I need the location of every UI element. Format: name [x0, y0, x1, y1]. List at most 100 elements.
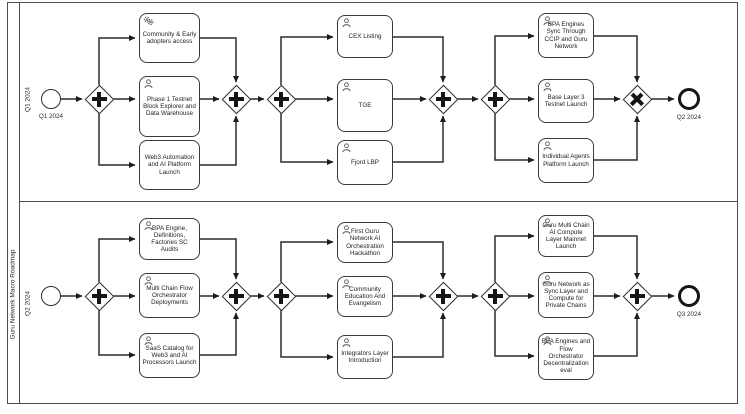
task-first-guru-ai-hackathon[interactable]: First Guru Network AI Orchestration Hack…: [337, 222, 393, 263]
gateway-bar: [492, 91, 498, 107]
sequence-flow: [593, 115, 640, 161]
task-integrators-layer-introduction[interactable]: Integrators Layer Introduction: [337, 335, 393, 379]
sequence-flow: [494, 310, 535, 359]
user-icon: [143, 220, 154, 231]
parallel-gateway-split-4[interactable]: [84, 281, 114, 311]
gateway-bar: [233, 288, 239, 304]
task-base-layer3-testnet[interactable]: Base Layer 3 Testnet Launch: [538, 79, 594, 123]
task-bpa-engines-sync-ccip[interactable]: BPA Engines Sync Through CCIP and Guru N…: [538, 13, 594, 58]
parallel-gateway-join-1[interactable]: [221, 84, 251, 114]
end-event-q2[interactable]: [678, 285, 700, 307]
user-icon: [542, 140, 553, 151]
lane-divider: [19, 201, 738, 202]
sequence-flow: [593, 35, 640, 83]
task-label: SaaS Catalog for Web3 and AI Processors …: [142, 344, 197, 367]
task-community-education-evangelism[interactable]: Community Education And Evangelism: [337, 276, 393, 317]
user-icon-svg: [341, 81, 351, 91]
task-label: Fjord LBP: [351, 158, 379, 166]
plus-icon: [428, 84, 458, 114]
sequence-flow: [393, 36, 446, 83]
task-label: Individual Agents Platform Launch: [542, 153, 590, 168]
task-cex-listing[interactable]: CEX Listing: [337, 15, 393, 58]
user-icon: [542, 15, 553, 26]
task-multi-chain-flow-orchestrator[interactable]: Multi Chain Flow Orchestrator Deployment…: [139, 273, 200, 318]
sequence-flow: [494, 113, 535, 163]
parallel-gateway-split-3[interactable]: [480, 84, 510, 114]
user-icon: [341, 278, 352, 289]
user-icon: [542, 81, 553, 92]
user-icon: [143, 275, 154, 286]
task-web3-automation-ai-platform[interactable]: Web3 Automation and AI Platform Launch: [139, 140, 200, 190]
sequence-flow: [98, 113, 136, 168]
user-icon-svg: [143, 220, 153, 230]
task-saas-catalog-web3-ai[interactable]: SaaS Catalog for Web3 and AI Processors …: [139, 333, 200, 378]
user-icon-svg: [143, 335, 153, 345]
task-community-early-adopters[interactable]: Community & Early adopters access: [139, 13, 200, 63]
task-label: Community & Early adopters access: [142, 30, 197, 45]
task-guru-network-sync-layer-private-chains[interactable]: Guru Network as Sync Layer and Compute f…: [538, 272, 594, 318]
sequence-flow: [494, 33, 535, 85]
parallel-gateway-join-3[interactable]: [221, 281, 251, 311]
parallel-gateway-split-6[interactable]: [480, 281, 510, 311]
user-icon-svg: [542, 140, 552, 150]
parallel-gateway-split-1[interactable]: [84, 84, 114, 114]
parallel-gateway-split-2[interactable]: [266, 84, 296, 114]
user-icon: [143, 335, 154, 346]
exclusive-gateway-join[interactable]: [622, 84, 652, 114]
gateway-bar: [96, 91, 102, 107]
task-phase1-testnet-block-explorer[interactable]: Phase 1 Testnet Block Explorer and Data …: [139, 76, 200, 137]
sequence-flow: [200, 238, 239, 280]
parallel-gateway-join-2[interactable]: [428, 84, 458, 114]
sequence-flow: [280, 239, 334, 282]
task-label: Multi Chain Flow Orchestrator Deployment…: [146, 284, 193, 307]
task-label: Base Layer 3 Testnet Launch: [544, 93, 588, 108]
task-bpa-engine-definitions-audits[interactable]: BPA Engine, Definitions, Factories SC Au…: [139, 218, 200, 260]
user-icon: [341, 224, 352, 235]
user-icon-svg: [542, 15, 552, 25]
gateway-bar: [440, 91, 446, 107]
task-guru-multichain-ai-compute-mainnet[interactable]: Guru Multi Chain AI Compute Layer Mainne…: [538, 215, 594, 257]
task-fjord-lbp[interactable]: Fjord LBP: [337, 140, 393, 185]
plus-icon: [622, 281, 652, 311]
user-icon-svg: [542, 217, 552, 227]
gateway-bar: [278, 91, 284, 107]
plus-icon: [221, 281, 251, 311]
start-event-q2[interactable]: [41, 286, 61, 306]
task-label: Phase 1 Testnet Block Explorer and Data …: [143, 95, 196, 118]
parallel-gateway-join-5[interactable]: [622, 281, 652, 311]
user-icon-svg: [341, 142, 351, 152]
sequence-flow: [593, 235, 640, 280]
user-icon-svg: [143, 275, 153, 285]
user-icon-svg: [341, 17, 351, 27]
gateway-bar: [492, 288, 498, 304]
plus-icon: [266, 84, 296, 114]
user-icon-svg: [341, 337, 351, 347]
task-label: Guru Network as Sync Layer and Compute f…: [542, 280, 590, 310]
task-label: Guru Multi Chain AI Compute Layer Mainne…: [542, 221, 590, 251]
plus-icon: [266, 281, 296, 311]
sequence-flow: [98, 35, 136, 85]
plus-icon: [480, 84, 510, 114]
sequence-flow: [393, 115, 446, 163]
user-icon-svg: [341, 278, 351, 288]
start-event-q1[interactable]: [41, 89, 61, 109]
plus-icon: [480, 281, 510, 311]
user-icon-svg: [341, 224, 351, 234]
gateway-bar: [278, 288, 284, 304]
task-individual-agents-platform[interactable]: Individual Agents Platform Launch: [538, 138, 594, 183]
sequence-flow: [280, 310, 334, 360]
sequence-flow: [494, 233, 535, 282]
end-event-q1[interactable]: [678, 88, 700, 110]
task-label: TGE: [358, 101, 372, 109]
parallel-gateway-join-4[interactable]: [428, 281, 458, 311]
task-label: Web3 Automation and AI Platform Launch: [144, 154, 195, 176]
plus-icon: [428, 281, 458, 311]
parallel-gateway-split-5[interactable]: [266, 281, 296, 311]
task-label: Community Education And Evangelism: [344, 285, 386, 308]
task-label: BPA Engines Sync Through CCIP and Guru N…: [544, 21, 588, 50]
gateway-bar: [634, 288, 640, 304]
task-tge[interactable]: TGE: [337, 79, 393, 132]
user-icon: [143, 78, 154, 89]
task-bpa-engines-flow-orchestrator-decentralization[interactable]: BPA Engines and Flow Orchestrator Decent…: [538, 333, 594, 380]
